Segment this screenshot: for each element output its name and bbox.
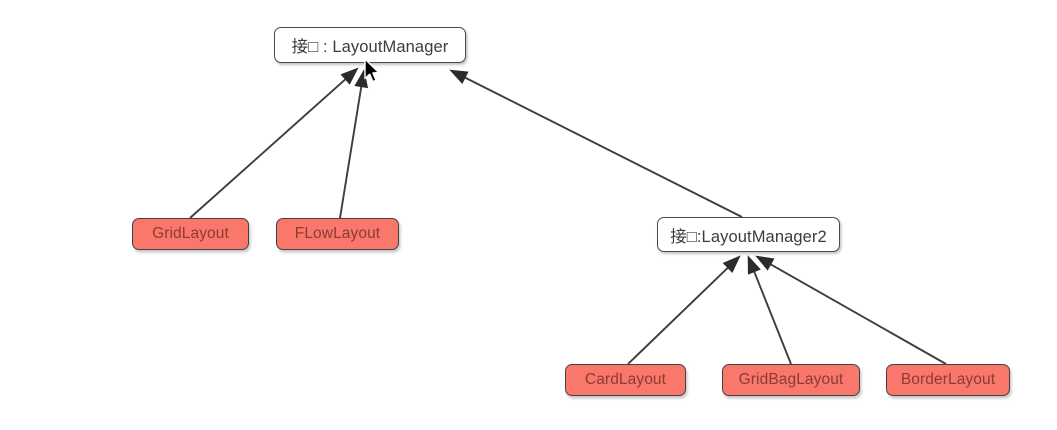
node-layoutmanager2[interactable]: 接□:LayoutManager2 [657, 217, 840, 252]
gridlayout-to-layoutmanager [189, 67, 359, 219]
layoutmanager2-to-layoutmanager-arrowhead-icon [449, 69, 469, 84]
node-layoutmanager[interactable]: 接□ : LayoutManager [274, 27, 466, 63]
borderlayout-to-layoutmanager2-line [766, 261, 947, 365]
node-gridbaglayout[interactable]: GridBagLayout [722, 364, 860, 396]
node-gridlayout-label: GridLayout [152, 225, 229, 242]
gridbaglayout-to-layoutmanager2 [747, 255, 792, 365]
flowlayout-to-layoutmanager-line [339, 82, 363, 219]
gridlayout-to-layoutmanager-arrowhead-icon [340, 67, 359, 85]
borderlayout-to-layoutmanager2-arrowhead-icon [755, 255, 775, 271]
borderlayout-to-layoutmanager2 [755, 255, 947, 365]
node-borderlayout-label: BorderLayout [900, 371, 996, 388]
node-flowlayout[interactable]: FLowLayout [276, 218, 399, 250]
gridlayout-to-layoutmanager-line [189, 75, 349, 219]
node-cardlayout-label: CardLayout [584, 371, 667, 388]
layoutmanager2-to-layoutmanager-line [461, 74, 743, 218]
layoutmanager2-to-layoutmanager [449, 69, 743, 218]
node-layoutmanager-label: 接□ : LayoutManager [291, 38, 449, 56]
node-flowlayout-label: FLowLayout [294, 225, 381, 242]
node-cardlayout[interactable]: CardLayout [565, 364, 686, 396]
gridbaglayout-to-layoutmanager2-line [751, 267, 792, 365]
gridbaglayout-to-layoutmanager2-arrowhead-icon [747, 255, 761, 275]
flowlayout-to-layoutmanager [339, 69, 369, 219]
node-layoutmanager2-label: 接□:LayoutManager2 [670, 227, 827, 246]
node-gridbaglayout-label: GridBagLayout [738, 371, 844, 388]
cardlayout-to-layoutmanager2-arrowhead-icon [722, 255, 741, 274]
cardlayout-to-layoutmanager2-line [627, 264, 732, 365]
node-borderlayout[interactable]: BorderLayout [886, 364, 1010, 396]
flowlayout-to-layoutmanager-arrowhead-icon [354, 69, 369, 89]
node-gridlayout[interactable]: GridLayout [132, 218, 249, 250]
cardlayout-to-layoutmanager2 [627, 255, 741, 365]
